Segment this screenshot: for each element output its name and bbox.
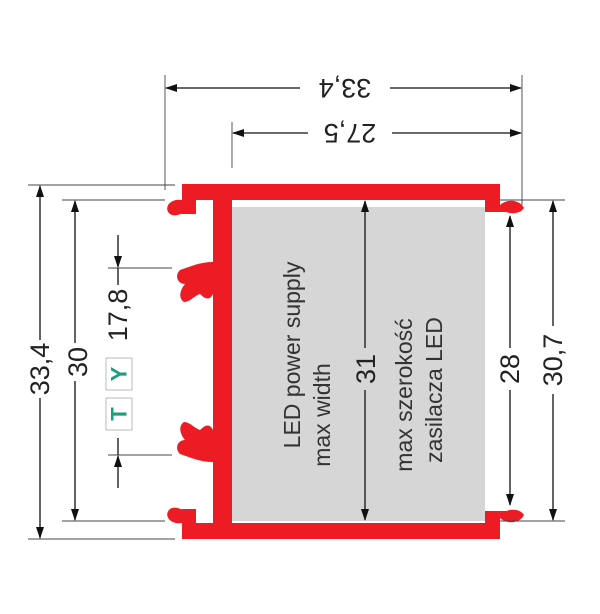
dim-mount-spacing: 17,8 (103, 289, 133, 342)
label-en-line2: max width (309, 363, 335, 467)
dim-right-overall: 30,7 (538, 334, 568, 387)
aluminium-profile (167, 184, 524, 539)
label-pl-line1: max szerokość (391, 318, 417, 471)
label-en-line1: LED power supply (279, 261, 305, 448)
dim-right-inner: 28 (495, 354, 525, 384)
dim-left-overall: 33,4 (25, 343, 55, 396)
svg-text:T: T (107, 407, 132, 421)
svg-text:Y: Y (107, 366, 132, 381)
mount-type-y: Y (105, 357, 133, 391)
dim-inner-height: 31 (351, 354, 381, 384)
dim-left-inner: 30 (63, 347, 93, 377)
dim-top-overall: 33,4 (319, 73, 372, 103)
label-pl-line2: zasilacza LED (421, 317, 447, 463)
mount-type-t: T (105, 397, 133, 431)
dim-top-inner: 27,5 (324, 118, 377, 148)
